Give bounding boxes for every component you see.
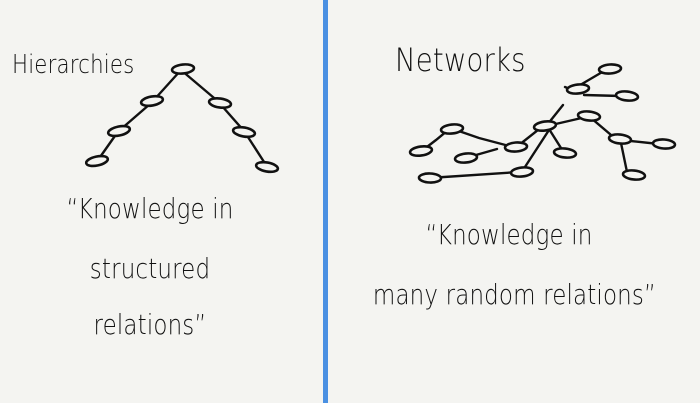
network-node <box>509 166 535 178</box>
tree-node <box>106 124 132 138</box>
networks-title: Networks <box>395 41 526 79</box>
network-nodes <box>408 63 677 184</box>
network-node <box>607 133 633 145</box>
networks-quote-line-2: many random relations” <box>372 278 657 311</box>
network-edge <box>521 128 551 172</box>
tree-node <box>231 125 257 139</box>
network-node <box>565 83 591 95</box>
network-node <box>621 169 647 181</box>
network-node <box>552 147 578 159</box>
network-graph-diagram <box>408 63 677 184</box>
network-node <box>614 90 640 102</box>
network-node <box>651 138 677 150</box>
network-edge <box>547 127 563 150</box>
tree-node <box>254 160 280 174</box>
hierarchies-quote-line-1: “Knowledge in <box>66 192 234 225</box>
hierarchy-edges <box>96 68 268 167</box>
hierarchies-quote-line-3: relations” <box>93 308 207 341</box>
hierarchy-tree-diagram <box>84 63 280 174</box>
networks-quote-line-1: “Knowledge in <box>425 218 593 251</box>
network-node <box>408 144 434 158</box>
tree-node-root <box>170 63 196 75</box>
network-edge <box>427 170 521 180</box>
network-node <box>439 123 465 135</box>
network-node <box>453 152 479 164</box>
tree-node <box>84 154 110 168</box>
network-edge <box>619 141 629 174</box>
networks-panel: Networks <box>329 0 700 403</box>
network-node <box>417 172 443 184</box>
hierarchies-panel: Hierarchies “Knowledge in structured rel… <box>0 0 323 403</box>
hierarchy-nodes <box>84 63 280 174</box>
hierarchies-quote-line-2: structured <box>89 252 211 285</box>
panel-divider <box>323 0 328 403</box>
hierarchies-title: Hierarchies <box>12 50 135 80</box>
network-edge <box>451 127 515 149</box>
network-node <box>576 110 602 122</box>
tree-node <box>139 94 165 108</box>
tree-node <box>207 96 233 110</box>
tree-edge <box>244 132 268 167</box>
network-node <box>597 63 623 75</box>
network-node <box>503 141 529 153</box>
network-node <box>532 119 558 133</box>
